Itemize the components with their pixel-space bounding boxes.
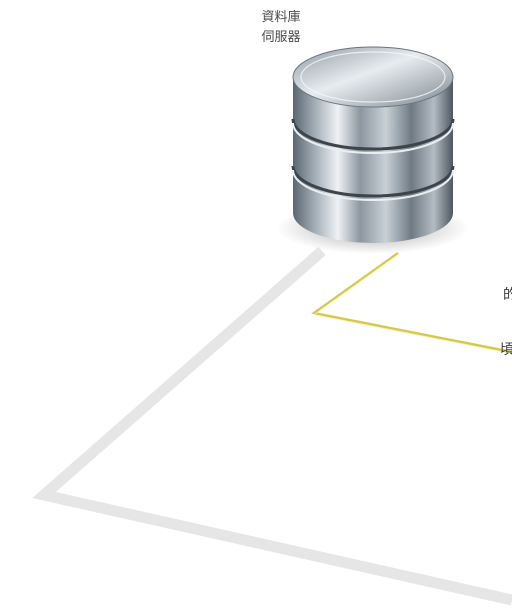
server-label-line-1: 資料庫 <box>248 8 314 28</box>
gray-connector-line <box>44 251 512 600</box>
database-top <box>293 47 453 107</box>
server-label-line-2: 伺服器 <box>248 28 314 48</box>
cropped-text-1: 的 <box>503 286 512 304</box>
cropped-text-2: 頃 <box>500 341 512 359</box>
yellow-connector-line <box>314 253 512 352</box>
database-server-label: 資料庫 伺服器 <box>248 8 314 48</box>
database-icon <box>277 47 469 254</box>
yellow-connector-highlight <box>314 255 512 354</box>
